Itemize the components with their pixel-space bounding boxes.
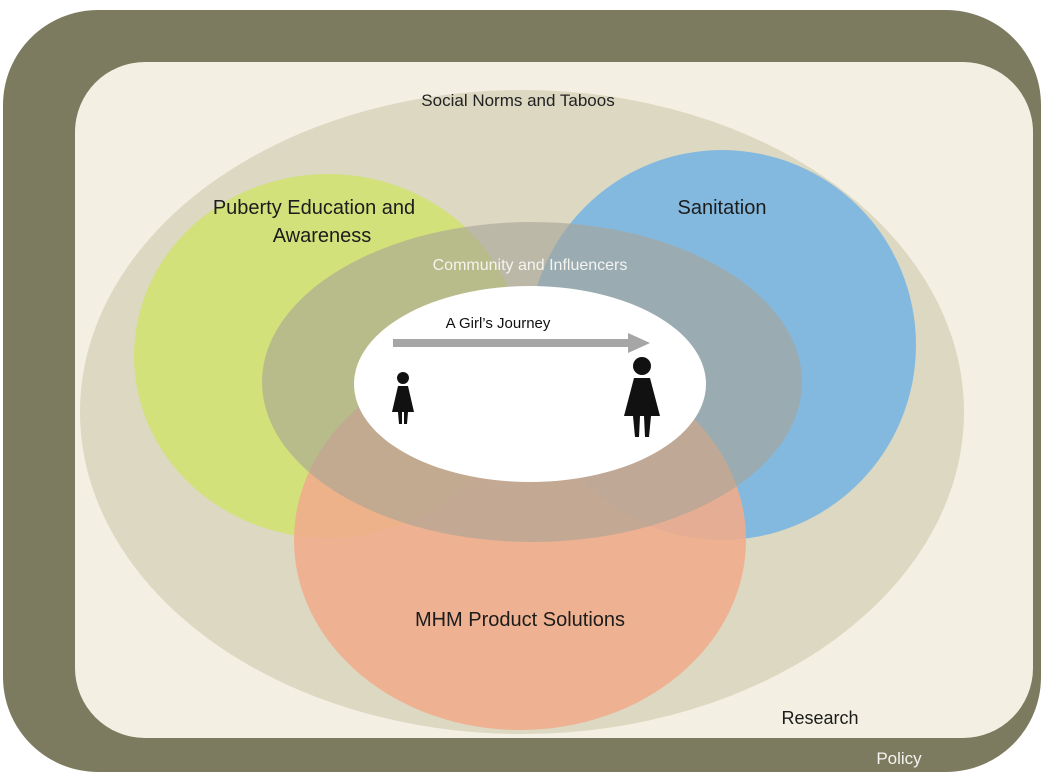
- mhm-product-label: MHM Product Solutions: [415, 609, 625, 631]
- puberty-label-line1: Puberty Education and: [213, 197, 415, 219]
- policy-label: Policy: [876, 749, 922, 768]
- woman-figure-icon: [624, 357, 660, 437]
- girls-journey-ellipse: [354, 286, 706, 482]
- puberty-label-line2: Awareness: [273, 225, 372, 247]
- social-norms-label: Social Norms and Taboos: [421, 91, 614, 110]
- girl-figure-icon: [392, 372, 414, 424]
- arrow-right-icon: [393, 333, 650, 353]
- research-label: Research: [781, 708, 858, 728]
- sanitation-label: Sanitation: [678, 197, 767, 219]
- community-label: Community and Influencers: [433, 257, 628, 274]
- journey-label: A Girl’s Journey: [446, 315, 551, 332]
